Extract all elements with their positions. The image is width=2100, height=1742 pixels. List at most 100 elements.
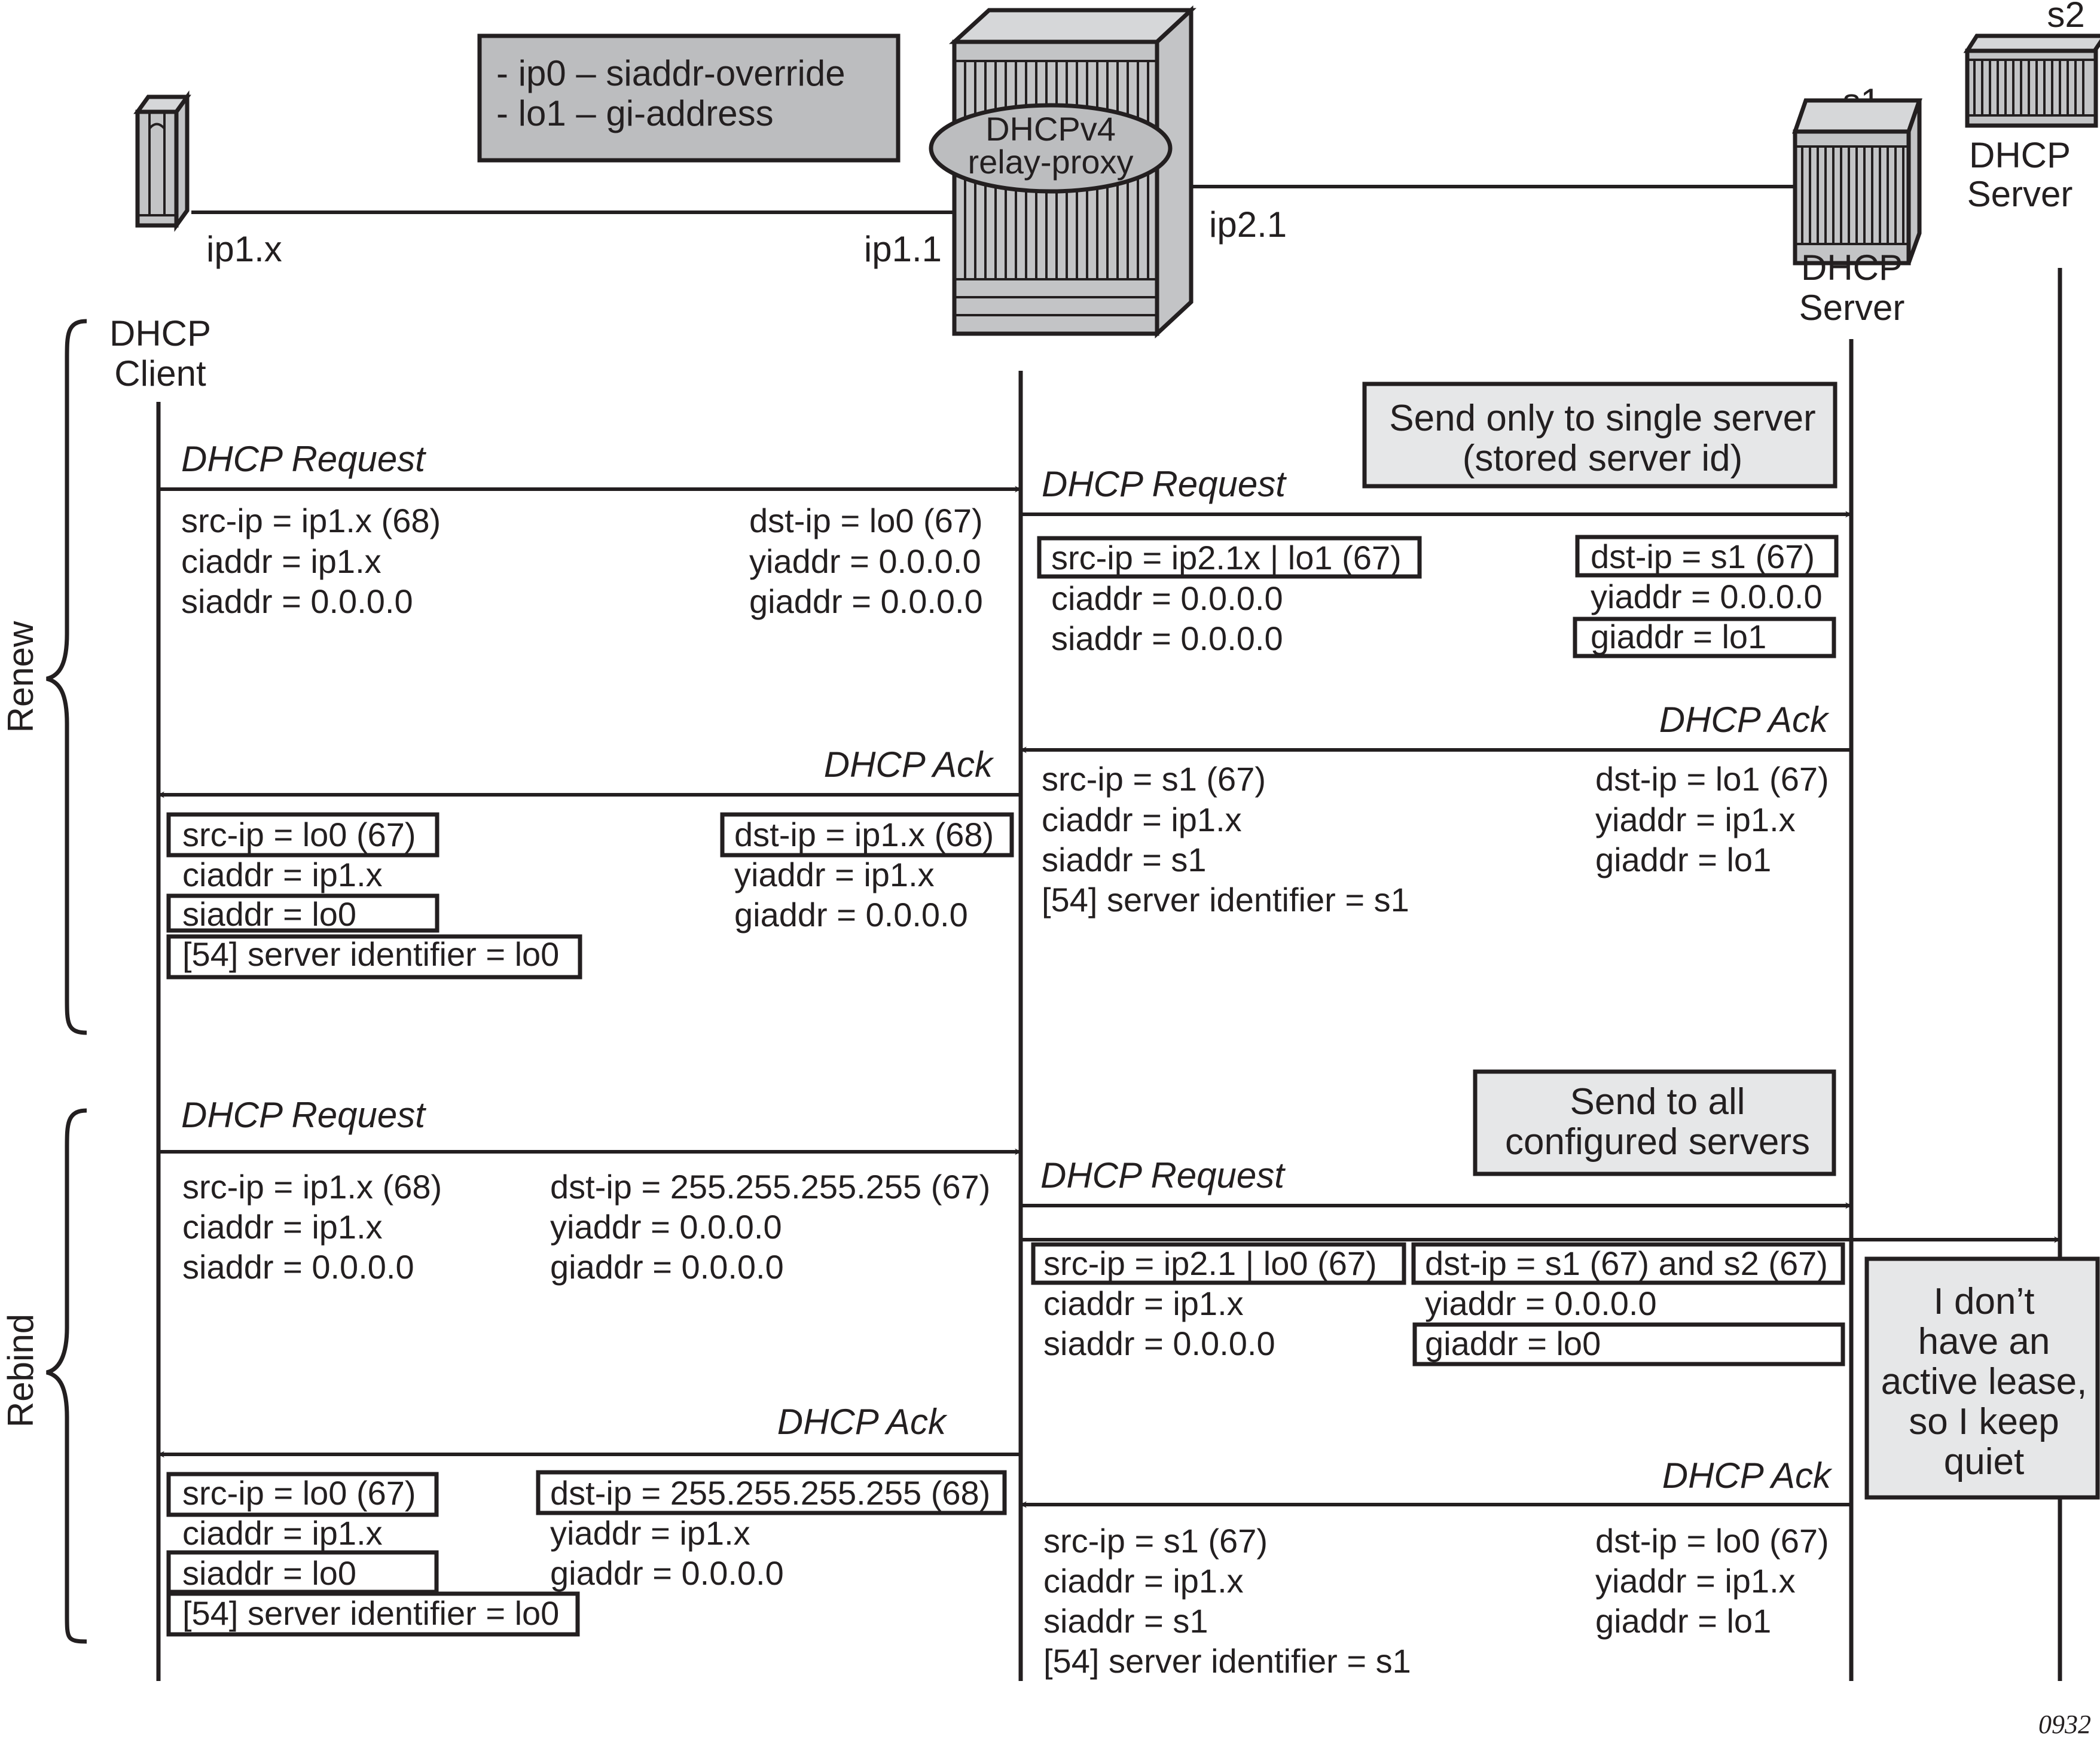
renew-ack2-right-1: yiaddr = ip1.x: [734, 856, 935, 893]
renew-note-box: Send only to single server (stored serve…: [1362, 382, 1838, 489]
renew-req2-label: DHCP Request: [1042, 464, 1287, 504]
rebind-ack1-left-0: src-ip = s1 (67): [1043, 1522, 1268, 1560]
rebind-ack1-left-3: [54] server identifier = s1: [1043, 1642, 1411, 1680]
rebind-ack1-right-1: yiaddr = ip1.x: [1595, 1562, 1796, 1600]
rebind-req2-label: DHCP Request: [1040, 1155, 1286, 1195]
rebind-req1-left-2: siaddr = 0.0.0.0: [182, 1248, 414, 1286]
renew-req2-right-1: yiaddr = 0.0.0.0: [1591, 578, 1823, 615]
renew-ack1-left-2: siaddr = s1: [1042, 841, 1207, 878]
s2-label-line-1: DHCP: [1969, 135, 2071, 175]
client-interface-label: ip1.x: [206, 229, 282, 269]
renew-ack2-right-2: giaddr = 0.0.0.0: [734, 896, 968, 933]
renew-ack1-right-0: dst-ip = lo1 (67): [1595, 760, 1829, 798]
rebind-ack2-right-0: dst-ip = 255.255.255.255 (68): [550, 1474, 990, 1512]
renew-brace: [46, 319, 87, 1035]
renew-phase-label: Renew: [1, 621, 41, 733]
s2-name-label: s2: [2047, 0, 2084, 35]
renew-req1-left-2: siaddr = 0.0.0.0: [181, 582, 413, 620]
renew-ack2-left-0: src-ip = lo0 (67): [182, 816, 416, 853]
renew-ack1-left-1: ciaddr = ip1.x: [1042, 801, 1242, 838]
relay-proxy-ellipse: [929, 103, 1173, 194]
rebind-req1-label: DHCP Request: [181, 1095, 426, 1135]
s2-note-line-3: so I keep: [1909, 1401, 2059, 1442]
rebind-phase-label: Rebind: [1, 1314, 41, 1427]
renew-req2-left-0: src-ip = ip2.1x | lo1 (67): [1051, 539, 1402, 576]
rebind-req2-left-1: ciaddr = ip1.x: [1043, 1285, 1244, 1322]
rebind-note-box: Send to all configured servers: [1473, 1069, 1836, 1176]
renew-req2-giaddr-highlight: [1573, 617, 1836, 658]
renew-req1-label: DHCP Request: [181, 439, 426, 479]
s2-note-line-0: I don’t: [1934, 1281, 2035, 1322]
renew-ack2-label: DHCP Ack: [824, 745, 994, 785]
renew-ack1-right-1: yiaddr = ip1.x: [1595, 801, 1796, 838]
renew-ack2-dst-highlight: [720, 812, 1014, 858]
renew-req1-right-2: giaddr = 0.0.0.0: [749, 582, 983, 620]
s1-label-line-1: DHCP: [1801, 248, 1903, 288]
rebind-req2-giaddr-highlight: [1412, 1322, 1845, 1366]
rebind-req2-left-0: src-ip = ip2.1 | lo0 (67): [1043, 1244, 1377, 1282]
rebind-ack2-left-2: siaddr = lo0: [182, 1554, 356, 1592]
renew-note-line-1: Send only to single server: [1389, 398, 1815, 439]
renew-req1-right-0: dst-ip = lo0 (67): [749, 502, 983, 539]
legend-box: - ip0 – siaddr-override - lo1 – gi-addre…: [477, 33, 901, 163]
rebind-ack2-label: DHCP Ack: [777, 1402, 948, 1442]
s2-note-line-4: quiet: [1944, 1441, 2024, 1482]
renew-req2-right-2: giaddr = lo1: [1591, 618, 1766, 655]
rebind-ack1-left-1: ciaddr = ip1.x: [1043, 1562, 1244, 1600]
rebind-req1-right-2: giaddr = 0.0.0.0: [550, 1248, 784, 1286]
renew-req1-left-1: ciaddr = ip1.x: [181, 542, 381, 580]
s1-server-icon: [1792, 98, 1922, 266]
legend-line-1: - ip0 – siaddr-override: [496, 53, 846, 93]
client-device-icon: [133, 90, 191, 232]
renew-req2-left-1: ciaddr = 0.0.0.0: [1051, 579, 1283, 617]
renew-req2-dst-highlight: [1575, 535, 1839, 578]
rebind-req1-left-0: src-ip = ip1.x (68): [182, 1168, 442, 1206]
renew-req2-src-highlight: [1037, 536, 1422, 579]
renew-ack2-siaddr-highlight: [166, 893, 439, 933]
s2-note-box: I don’t have an active lease, so I keep …: [1864, 1256, 2100, 1500]
renew-req2-left-2: siaddr = 0.0.0.0: [1051, 620, 1283, 657]
renew-req1-right-1: yiaddr = 0.0.0.0: [749, 542, 981, 580]
renew-ack2-left-3: [54] server identifier = lo0: [182, 935, 559, 973]
client-label-line-1: DHCP: [109, 313, 211, 353]
renew-ack1-right-2: giaddr = lo1: [1595, 841, 1771, 878]
rebind-brace: [45, 1108, 87, 1644]
renew-ack2-serverid-highlight: [166, 934, 582, 980]
rebind-req1-left-1: ciaddr = ip1.x: [182, 1208, 383, 1246]
rebind-req2-src-highlight: [1031, 1242, 1406, 1285]
rebind-ack2-left-3: [54] server identifier = lo0: [182, 1594, 559, 1632]
relay-router-icon: [929, 5, 1196, 339]
relay-right-interface-label: ip2.1: [1209, 205, 1287, 245]
legend-line-2: - lo1 – gi-address: [496, 93, 774, 133]
rebind-ack2-left-1: ciaddr = ip1.x: [182, 1514, 383, 1552]
legend-background: [477, 33, 901, 163]
relay-label-line-2: relay-proxy: [968, 143, 1134, 181]
rebind-req1-right-0: dst-ip = 255.255.255.255 (67): [550, 1168, 990, 1206]
rebind-req2-left-2: siaddr = 0.0.0.0: [1043, 1325, 1275, 1362]
renew-ack1-left-0: src-ip = s1 (67): [1042, 760, 1266, 798]
rebind-note-line-1: Send to all: [1570, 1081, 1745, 1122]
rebind-ack2-left-0: src-ip = lo0 (67): [182, 1474, 416, 1512]
rebind-ack2-dst-highlight: [536, 1470, 1007, 1515]
renew-note-line-2: (stored server id): [1463, 438, 1743, 479]
rebind-req2-dst-highlight: [1411, 1242, 1845, 1285]
renew-ack1-left-3: [54] server identifier = s1: [1042, 881, 1409, 919]
rebind-req1-right-1: yiaddr = 0.0.0.0: [550, 1208, 782, 1246]
rebind-req2-right-2: giaddr = lo0: [1425, 1325, 1601, 1362]
rebind-ack1-right-0: dst-ip = lo0 (67): [1595, 1522, 1829, 1560]
figure-id: 0932: [2038, 1710, 2091, 1739]
relay-label-line-1: DHCPv4: [985, 110, 1116, 148]
renew-ack2-right-0: dst-ip = ip1.x (68): [734, 816, 994, 853]
rebind-req2-right-1: yiaddr = 0.0.0.0: [1425, 1285, 1657, 1322]
renew-req2-right-0: dst-ip = s1 (67): [1591, 538, 1815, 575]
rebind-req2-right-0: dst-ip = s1 (67) and s2 (67): [1425, 1244, 1828, 1282]
renew-req1-left-0: src-ip = ip1.x (68): [181, 502, 441, 539]
rebind-note-line-2: configured servers: [1505, 1121, 1810, 1163]
renew-ack2-src-highlight: [166, 812, 439, 858]
rebind-ack2-serverid-highlight: [166, 1591, 580, 1637]
renew-ack2-left-2: siaddr = lo0: [182, 895, 356, 933]
rebind-ack1-right-2: giaddr = lo1: [1595, 1602, 1771, 1640]
renew-ack2-left-1: ciaddr = ip1.x: [182, 856, 383, 893]
s1-label-line-2: Server: [1799, 288, 1905, 328]
